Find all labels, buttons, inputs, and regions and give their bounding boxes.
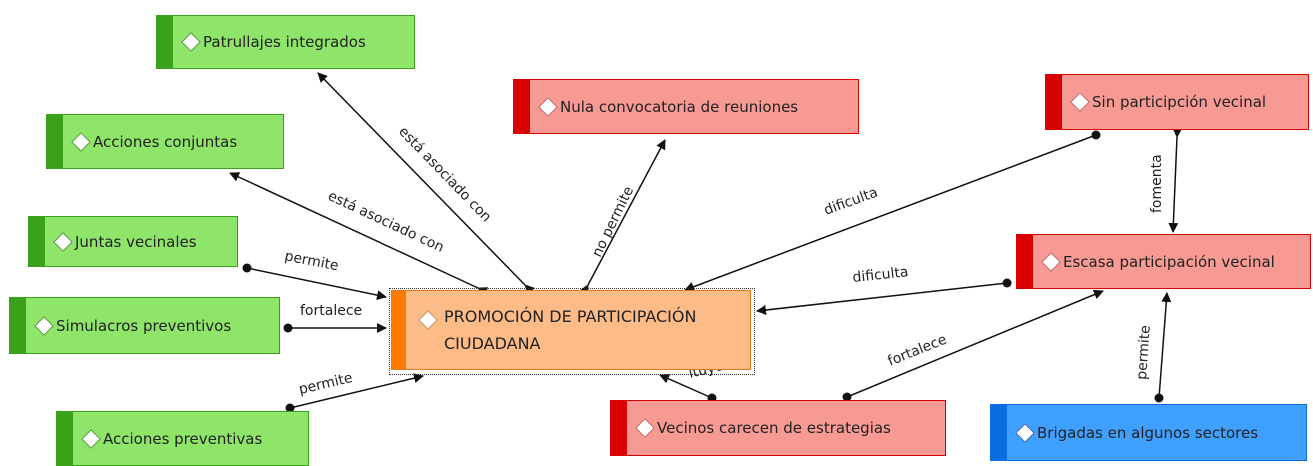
diamond-icon — [1070, 92, 1090, 112]
diamond-icon — [71, 131, 91, 152]
edge-label: fomenta — [1149, 154, 1165, 213]
diamond-icon — [538, 96, 558, 117]
edge-fomenta — [1168, 127, 1183, 233]
edge-vecinos — [659, 374, 713, 399]
node-escasa-participacion-vecinal[interactable]: Escasa participación vecinal — [1016, 234, 1311, 289]
edge-brigadas — [1158, 292, 1172, 399]
node-label: Brigadas en algunos sectores — [1037, 423, 1259, 442]
node-label: PROMOCIÓN DE PARTICIPACIÓN CIUDADANA — [444, 307, 697, 353]
edge-label: dificulta — [822, 185, 880, 219]
node-acciones-preventivas[interactable]: Acciones preventivas — [56, 411, 309, 466]
edge-nula — [579, 139, 666, 296]
edge-dot — [242, 263, 252, 273]
node-color-bar — [514, 80, 530, 133]
node-vecinos-carecen[interactable]: Vecinos carecen de estrategias — [610, 400, 946, 456]
edge-label: dificulta — [852, 264, 909, 286]
edge-label: permite — [283, 248, 340, 274]
node-color-bar — [10, 298, 26, 353]
node-color-bar — [47, 115, 63, 168]
edge-dot — [1091, 130, 1101, 140]
node-sin-participacion-vecinal[interactable]: Sin participción vecinal — [1045, 74, 1309, 130]
node-label: Vecinos carecen de estrategias — [657, 419, 891, 437]
edge-label: permite — [1134, 325, 1154, 381]
node-label: Simulacros preventivos — [56, 316, 232, 335]
node-color-bar — [57, 412, 73, 465]
edge-dot — [285, 403, 295, 413]
edge-label: no permite — [589, 184, 637, 260]
node-label: Nula convocatoria de reuniones — [560, 97, 799, 116]
node-color-bar — [991, 405, 1007, 460]
node-simulacros-preventivos[interactable]: Simulacros preventivos — [9, 297, 280, 354]
edge-sin-participacion — [684, 134, 1097, 292]
edge-fortalece-escasa — [846, 289, 1104, 398]
node-promocion-participacion-ciudadana[interactable]: PROMOCIÓN DE PARTICIPACIÓN CIUDADANA — [391, 290, 751, 370]
node-color-bar — [1046, 75, 1062, 129]
edge-label: fortalece — [300, 303, 362, 319]
edge-escasa — [756, 282, 1008, 315]
node-color-bar — [611, 401, 627, 455]
node-label: Sin participción vecinal — [1092, 93, 1267, 111]
node-label: Acciones conjuntas — [93, 132, 238, 151]
node-color-bar — [392, 291, 406, 369]
node-acciones-conjuntas[interactable]: Acciones conjuntas — [46, 114, 284, 169]
edge-dot — [283, 323, 293, 333]
edge-label: está asociado con — [395, 124, 494, 226]
edge-acciones-conjuntas — [229, 172, 489, 297]
node-color-bar — [1017, 235, 1033, 288]
node-color-bar — [29, 217, 45, 266]
edge-label: fortalece — [886, 332, 950, 370]
edge-patrullajes — [317, 72, 535, 295]
node-label: Patrullajes integrados — [203, 33, 366, 51]
node-juntas-vecinales[interactable]: Juntas vecinales — [28, 216, 238, 267]
node-label: Juntas vecinales — [75, 232, 197, 251]
diamond-icon — [34, 315, 54, 336]
diamond-icon — [635, 418, 655, 438]
edge-dot — [1154, 393, 1164, 403]
edge-label: permite — [297, 370, 354, 398]
node-brigadas[interactable]: Brigadas en algunos sectores — [990, 404, 1307, 461]
diamond-icon — [418, 310, 438, 330]
diamond-icon — [181, 32, 201, 52]
node-color-bar — [157, 16, 173, 68]
diamond-icon — [1041, 251, 1061, 272]
diamond-icon — [81, 428, 101, 449]
node-nula-convocatoria[interactable]: Nula convocatoria de reuniones — [513, 79, 859, 134]
diamond-icon — [53, 231, 73, 252]
edge-dot — [842, 392, 852, 402]
node-label: Escasa participación vecinal — [1063, 252, 1275, 271]
edge-dot — [1002, 278, 1012, 288]
diamond-icon — [1015, 422, 1035, 443]
node-label: Acciones preventivas — [103, 429, 263, 448]
node-patrullajes-integrados[interactable]: Patrullajes integrados — [156, 15, 415, 69]
edge-juntas — [246, 267, 387, 301]
edge-acciones-preventivas — [289, 373, 424, 409]
